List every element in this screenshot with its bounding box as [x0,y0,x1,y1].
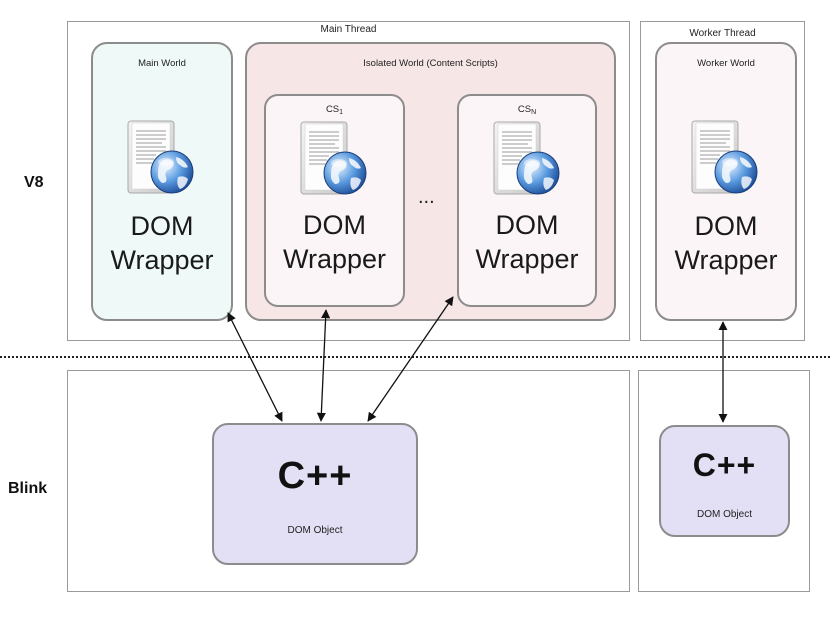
cpp-logo-icon: C++ [692,447,757,483]
worker-world: Worker World [655,42,797,321]
content-script-n: CSN [457,94,597,307]
document-globe-icon [690,119,760,197]
main-world-title: Main World [138,58,186,69]
cpp-logo-icon: C++ [277,455,353,497]
content-script-n-title: CSN [517,104,537,116]
content-script-1: CS1 [264,94,405,307]
dom-object-worker: C++ DOM Object [659,425,790,537]
document-globe-icon [299,120,369,198]
layer-label-blink: Blink [8,480,48,497]
main-world: Main World [91,42,233,321]
double-arrow-icon [316,309,331,422]
dom-object-label: DOM Object [696,509,752,520]
main-thread-label: Main Thread [320,24,377,35]
layer-label-v8: V8 [24,174,44,191]
dom-object-main: C++ DOM Object [212,423,418,565]
document-globe-icon [492,120,562,198]
dom-object-label: DOM Object [287,525,343,536]
double-arrow-icon [227,312,283,422]
document-globe-icon [126,119,196,197]
worker-thread-label: Worker Thread [689,28,756,39]
double-arrow-icon [367,296,454,422]
isolated-world-title: Isolated World (Content Scripts) [363,58,498,69]
content-script-1-title: CS1 [325,104,344,116]
worker-world-title: Worker World [697,58,755,69]
ellipsis: ... [418,186,435,208]
